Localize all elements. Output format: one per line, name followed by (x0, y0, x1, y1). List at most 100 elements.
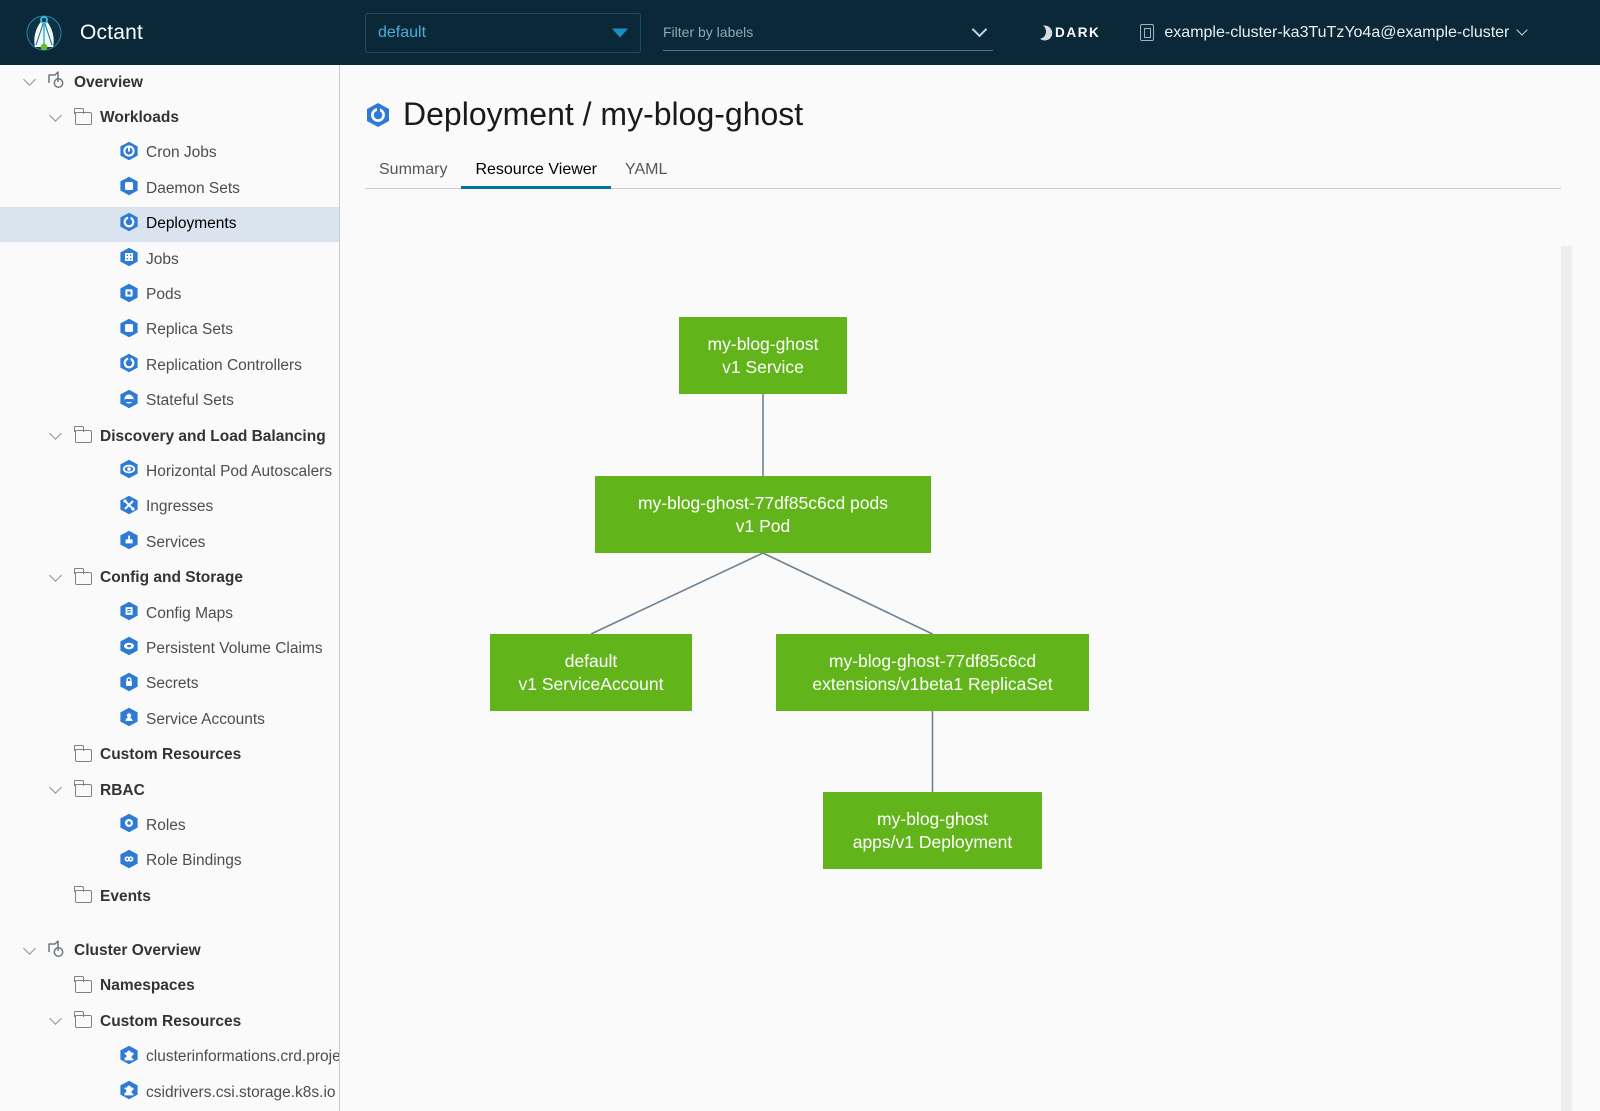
label-filter-input[interactable]: Filter by labels (663, 15, 993, 51)
sidebar-item-jobs[interactable]: Jobs (0, 242, 339, 277)
sidebar-item-label: Namespaces (100, 977, 195, 995)
k8s-secret-icon (119, 672, 139, 697)
folder-icon (74, 567, 92, 585)
sidebar-item-horizontal-pod-autoscalers[interactable]: Horizontal Pod Autoscalers (0, 454, 339, 489)
sidebar-item-label: Replica Sets (146, 321, 234, 339)
sidebar-item-custom-resources[interactable]: Custom Resources (0, 1004, 339, 1039)
sidebar-item-daemon-sets[interactable]: Daemon Sets (0, 171, 339, 206)
k8s-job-icon (119, 247, 139, 272)
sidebar-item-service-accounts[interactable]: Service Accounts (0, 702, 339, 737)
sidebar-item-icon (68, 426, 98, 444)
sidebar-item-config-maps[interactable]: Config Maps (0, 596, 339, 631)
sidebar-item-label: Replication Controllers (146, 356, 302, 374)
sidebar-item-rbac[interactable]: RBAC (0, 773, 339, 808)
sidebar-item-label: Deployments (146, 215, 237, 233)
overview-icon (46, 939, 68, 964)
sidebar-item-icon (114, 212, 144, 237)
sidebar-item-cluster-overview[interactable]: Cluster Overview (0, 933, 339, 968)
chevron-down-icon[interactable] (42, 427, 68, 441)
brand[interactable]: Octant (0, 11, 340, 55)
sidebar-item-config-and-storage[interactable]: Config and Storage (0, 560, 339, 595)
chevron-down-icon (1516, 23, 1529, 36)
sidebar-item-label: Discovery and Load Balancing (100, 427, 326, 445)
sidebar-item-icon (114, 1045, 144, 1070)
sidebar-item-pods[interactable]: Pods (0, 277, 339, 312)
sidebar-item-services[interactable]: Services (0, 525, 339, 560)
sidebar-item-label: Overview (74, 73, 143, 91)
sidebar-item-events[interactable]: Events (0, 879, 339, 914)
theme-toggle-button[interactable]: DARK (1031, 25, 1100, 40)
tab-summary[interactable]: Summary (379, 161, 448, 178)
chevron-down-icon[interactable] (42, 781, 68, 795)
sidebar-item-workloads[interactable]: Workloads (0, 100, 339, 135)
sidebar-item-label: Horizontal Pod Autoscalers (146, 462, 333, 480)
chevron-down-icon (48, 1012, 62, 1026)
k8s-crd-icon (119, 1080, 139, 1105)
k8s-crd-icon (119, 1045, 139, 1070)
sidebar-item-overview[interactable]: Overview (0, 65, 339, 100)
sidebar-item-icon (114, 636, 144, 661)
moon-icon (1029, 22, 1049, 42)
chevron-down-icon[interactable] (42, 108, 68, 123)
sidebar-item-label: Persistent Volume Claims (146, 639, 323, 657)
chevron-down-icon[interactable] (42, 568, 68, 583)
theme-toggle-label: DARK (1055, 25, 1101, 40)
sidebar-item-custom-resources[interactable]: Custom Resources (0, 737, 339, 772)
sidebar-item-csidrivers-csi-storage-k8s-io[interactable]: csidrivers.csi.storage.k8s.io (0, 1075, 339, 1110)
sidebar-item-icon (114, 176, 144, 201)
cluster-context-selector[interactable]: example-cluster-ka3TuTzYo4a@example-clus… (1140, 23, 1529, 42)
k8s-configmap-icon (119, 601, 139, 626)
folder-icon (74, 886, 92, 904)
sidebar-item-label: Config and Storage (100, 569, 243, 587)
sidebar-item-label: Service Accounts (146, 710, 265, 728)
brand-name: Octant (80, 20, 144, 44)
chevron-down-icon (48, 427, 62, 440)
graph-node-kind: apps/v1 Deployment (852, 831, 1013, 852)
sidebar-item-replication-controllers[interactable]: Replication Controllers (0, 348, 339, 383)
sidebar-item-discovery-and-load-balancing[interactable]: Discovery and Load Balancing (0, 419, 339, 454)
sidebar-item-stateful-sets[interactable]: Stateful Sets (0, 384, 339, 419)
sidebar-item-cron-jobs[interactable]: Cron Jobs (0, 136, 339, 171)
sidebar-item-icon (68, 780, 98, 797)
sidebar-item-persistent-volume-claims[interactable]: Persistent Volume Claims (0, 631, 339, 666)
sidebar-item-label: Cron Jobs (146, 144, 217, 162)
sidebar-item-label: Custom Resources (100, 1012, 242, 1030)
sidebar-item-icon (68, 886, 98, 904)
sidebar-item-roles[interactable]: Roles (0, 808, 339, 843)
sidebar-item-clusterinformations-crd-project[interactable]: clusterinformations.crd.project (0, 1040, 339, 1075)
sidebar-item-icon (114, 1080, 144, 1105)
chevron-down-icon[interactable] (16, 73, 42, 87)
chevron-down-icon[interactable] (42, 1012, 68, 1026)
chevron-down-icon[interactable] (16, 941, 42, 956)
namespace-select[interactable]: default (365, 12, 641, 53)
sidebar-item-label: Services (146, 533, 206, 551)
folder-icon (74, 975, 92, 993)
sidebar-item-icon (114, 141, 144, 166)
chevron-down-icon[interactable] (971, 21, 988, 37)
graph-node-kind: v1 Service (722, 356, 804, 377)
app-header: Octant default Filter by labels DARK exa… (0, 0, 1600, 65)
page-title: Deployment / my-blog-ghost (365, 96, 1600, 133)
sidebar-item-namespaces[interactable]: Namespaces (0, 969, 339, 1004)
sidebar-item-label: clusterinformations.crd.project (146, 1048, 340, 1066)
chevron-down-icon (48, 781, 62, 794)
sidebar-item-deployments[interactable]: Deployments (0, 206, 339, 242)
sidebar-item-icon (68, 567, 98, 585)
sidebar-item-role-bindings[interactable]: Role Bindings (0, 844, 339, 879)
folder-icon (74, 744, 92, 762)
k8s-deployment-icon (365, 102, 391, 128)
tab-yaml[interactable]: YAML (625, 161, 668, 178)
tab-resource-viewer[interactable]: Resource Viewer (461, 161, 611, 189)
sidebar-item-replica-sets[interactable]: Replica Sets (0, 313, 339, 348)
sidebar-item-label: Stateful Sets (146, 392, 234, 410)
sidebar-item-ingresses[interactable]: Ingresses (0, 490, 339, 525)
sidebar-item-secrets[interactable]: Secrets (0, 667, 339, 702)
tab-bar[interactable]: Summary Resource Viewer YAML (365, 155, 1561, 189)
